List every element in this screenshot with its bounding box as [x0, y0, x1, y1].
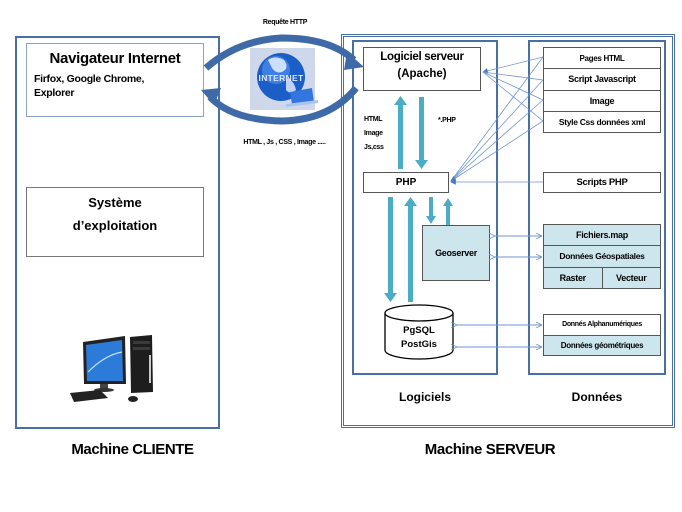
flow-down-label: *.PHP [438, 117, 456, 124]
server-machine-frame [341, 34, 675, 428]
flow-up-line3: Js,css [364, 144, 384, 151]
flow-up-line2: Image [364, 130, 383, 137]
db-data-table: Donnés Alphanumériques Données géométriq… [543, 314, 661, 356]
http-response-label: HTML , Js , CSS , Image ..... [243, 139, 326, 146]
os-box: Système d’exploitation [26, 187, 204, 257]
data-panel-caption: Données [571, 390, 623, 404]
database-line1: PgSQL [403, 325, 435, 336]
geo-map-files: Fichiers.map [544, 225, 660, 247]
database-label: PgSQL PostGis [385, 324, 453, 352]
client-machine-caption: Machine CLIENTE [71, 441, 194, 458]
http-request-label: Requête HTTP [262, 19, 308, 26]
os-label-line2: d’exploitation [72, 218, 158, 233]
web-server-line1: Logiciel serveur [380, 51, 464, 63]
flow-up-line1: HTML [364, 116, 383, 123]
web-file-script-js: Script Javascript [544, 69, 660, 91]
db-alphanumeric-data: Donnés Alphanumériques [544, 315, 660, 336]
geoserver-box: Geoserver [422, 225, 490, 281]
geo-raster: Raster [544, 267, 603, 288]
geo-data-table: Fichiers.map Données Géospatiales Raster… [543, 224, 661, 289]
geo-type-row: Raster Vecteur [544, 267, 660, 288]
software-panel [352, 40, 498, 375]
db-geometric-data: Données géométriques [544, 335, 660, 355]
internet-label: INTERNET [258, 73, 304, 83]
data-panel [528, 40, 666, 375]
flow-up-label: HTML Image Js,css [364, 113, 384, 155]
browser-list-line2: Explorer [34, 87, 75, 99]
geo-geospatial-data: Données Géospatiales [544, 246, 660, 268]
client-machine-frame [15, 36, 220, 429]
browser-title: Navigateur Internet [49, 50, 181, 67]
database-line2: PostGis [401, 339, 437, 350]
server-machine-caption: Machine SERVEUR [424, 441, 556, 458]
web-file-image: Image [544, 91, 660, 112]
web-files-table: Pages HTML Script Javascript Image Style… [543, 47, 661, 133]
web-file-pages-html: Pages HTML [544, 48, 660, 70]
php-scripts-box: Scripts PHP [543, 172, 661, 193]
php-box: PHP [363, 172, 449, 193]
web-file-style-css: Style Css données xml [558, 116, 646, 127]
web-server-box: Logiciel serveur (Apache) [363, 47, 481, 91]
web-server-line2: (Apache) [397, 68, 447, 80]
software-panel-caption: Logiciels [398, 390, 451, 404]
geo-vector: Vecteur [616, 272, 647, 283]
browser-box: Navigateur Internet Firfox, Google Chrom… [26, 43, 204, 117]
os-label-line1: Système [88, 195, 142, 210]
browser-list-line1: Firfox, Google Chrome, [34, 73, 145, 85]
